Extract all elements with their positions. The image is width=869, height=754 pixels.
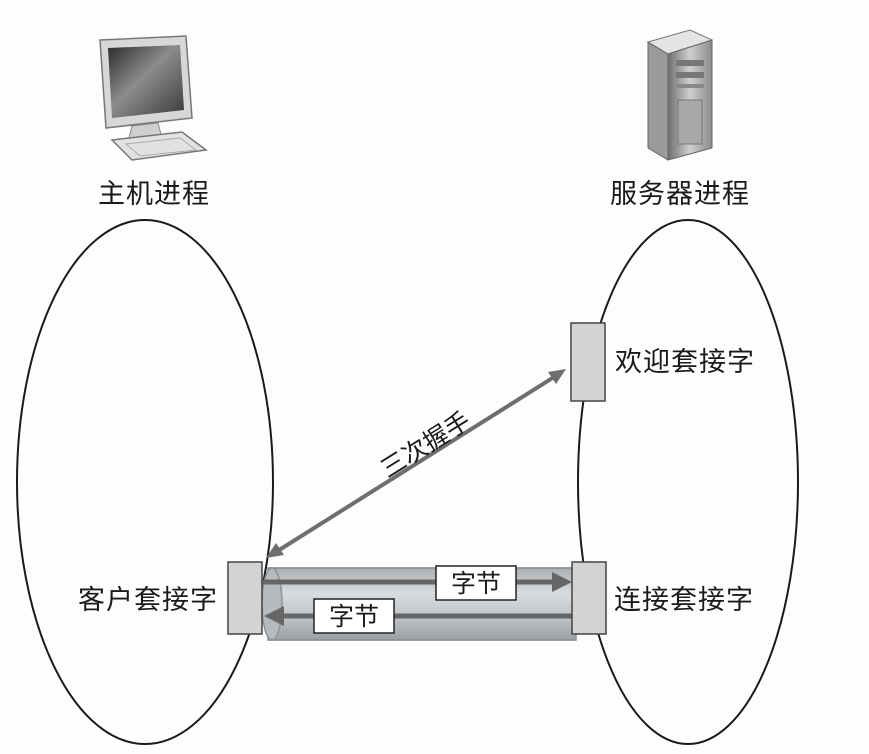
bytes-right-label: 字节 — [451, 569, 501, 598]
host-process-title: 主机进程 — [98, 179, 210, 210]
connection-socket-label: 连接套接字 — [614, 585, 754, 616]
bytes-right-box — [435, 565, 517, 601]
server-process-ellipse — [577, 219, 799, 745]
desktop-computer-icon — [99, 35, 208, 161]
connection-socket — [571, 561, 607, 635]
client-socket — [227, 561, 263, 635]
handshake-arrow — [266, 369, 566, 558]
server-tower-icon — [646, 29, 714, 161]
welcome-socket — [570, 322, 606, 402]
bytes-left-box — [313, 598, 395, 634]
tcp-pipe — [261, 567, 577, 641]
host-process-ellipse — [16, 219, 274, 745]
client-socket-label: 客户套接字 — [78, 585, 218, 616]
welcome-socket-label: 欢迎套接字 — [615, 347, 755, 378]
handshake-label: 三次握手 — [375, 406, 475, 484]
server-process-title: 服务器进程 — [610, 179, 750, 210]
bytes-left-label: 字节 — [329, 602, 379, 631]
